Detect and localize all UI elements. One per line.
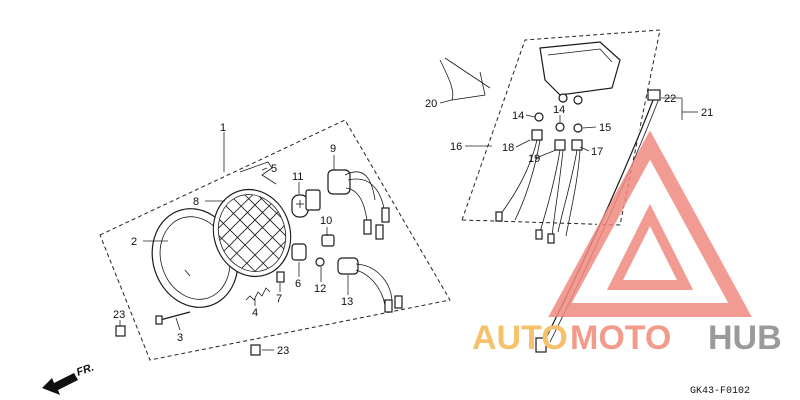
position-socket <box>291 243 307 261</box>
callout-5: 5 <box>271 163 277 175</box>
headlight-lens <box>208 185 296 281</box>
watermark-auto: AUTO <box>472 319 568 357</box>
meter-group-frame <box>461 29 661 226</box>
front-direction-arrow: FR. <box>42 361 96 395</box>
watermark-logo <box>548 130 752 317</box>
callout-18: 18 <box>502 142 514 154</box>
callout-3: 3 <box>177 332 183 344</box>
bolt-bottom <box>250 344 261 356</box>
headlight-bulb <box>291 189 321 218</box>
callout-4: 4 <box>252 307 258 319</box>
callout-9: 9 <box>330 143 336 155</box>
callout-14a: 14 <box>512 110 524 122</box>
meter-bulb-2 <box>555 122 565 132</box>
callout-23b: 23 <box>277 345 289 357</box>
callout-19: 19 <box>528 153 540 165</box>
callout-23a: 23 <box>113 309 125 321</box>
bolt-left <box>115 325 126 337</box>
callout-13: 13 <box>341 296 353 308</box>
callout-8: 8 <box>193 196 199 208</box>
callout-20: 20 <box>425 98 437 110</box>
callout-6: 6 <box>295 278 301 290</box>
front-direction-label: FR. <box>75 361 96 378</box>
callout-16: 16 <box>450 141 462 153</box>
callout-21: 21 <box>701 107 713 119</box>
callout-17: 17 <box>591 146 603 158</box>
headlight-group-frame <box>99 119 451 361</box>
callout-1: 1 <box>220 122 226 134</box>
meter-wire-harness <box>495 129 583 244</box>
callout-15: 15 <box>599 122 611 134</box>
leader-lines <box>119 97 698 351</box>
callout-10: 10 <box>320 215 332 227</box>
callout-11: 11 <box>292 171 303 183</box>
clip <box>276 271 285 283</box>
callout-14b: 14 <box>553 104 565 116</box>
callout-labels: 1 2 3 4 5 6 7 8 9 10 11 12 13 14 14 15 1… <box>113 93 713 357</box>
grommet <box>321 234 335 247</box>
adjust-spring <box>245 287 271 301</box>
watermark-hub: HUB <box>708 319 782 357</box>
callout-2: 2 <box>131 236 137 248</box>
spring-clip <box>239 161 277 185</box>
meter-bulb-1 <box>534 112 544 122</box>
meter-bracket <box>439 57 491 101</box>
watermark-moto: MOTO <box>570 319 671 357</box>
meter-bulb-3 <box>573 123 583 133</box>
position-lamp-socket <box>337 257 403 313</box>
callout-22: 22 <box>664 93 676 105</box>
callout-12: 12 <box>314 283 326 295</box>
adjusting-screw <box>155 311 191 325</box>
callout-7: 7 <box>276 293 282 305</box>
meter-housing <box>539 41 621 105</box>
position-bulb <box>315 257 325 267</box>
bulb-socket <box>327 169 390 240</box>
diagram-code: GK43-F0102 <box>690 386 750 397</box>
